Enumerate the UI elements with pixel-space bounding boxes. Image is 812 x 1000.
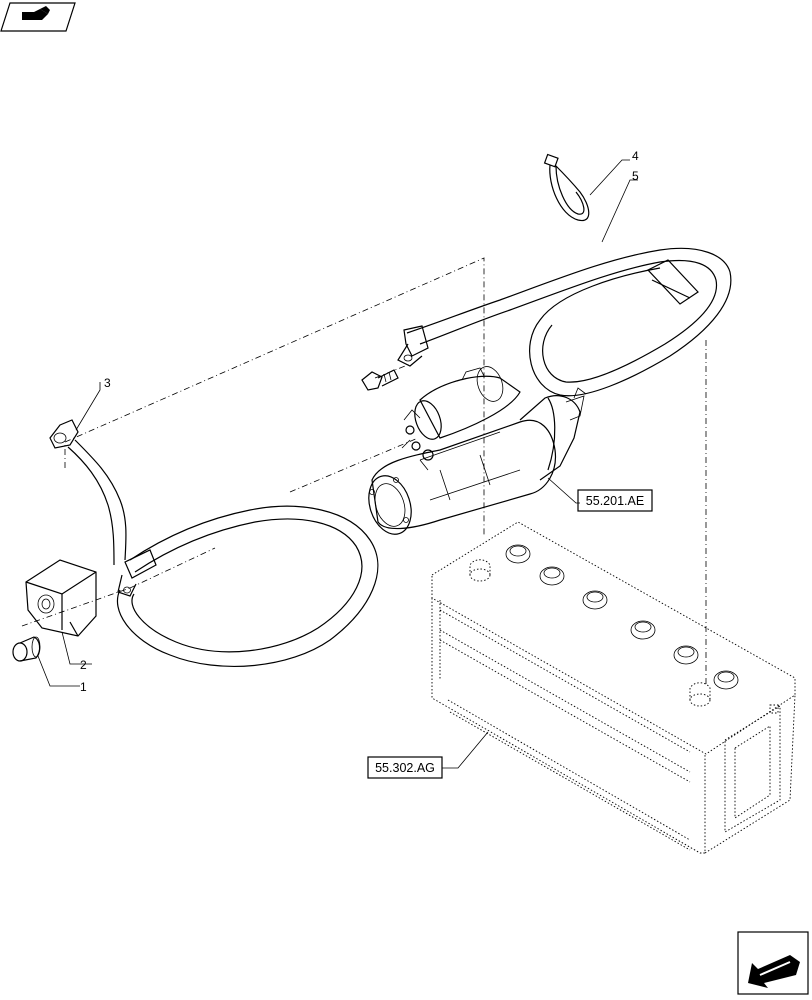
next-page-arrow-icon[interactable] (737, 931, 809, 995)
callout-3: 3 (104, 376, 111, 390)
starter-reference-box[interactable]: 55.201.AE (577, 489, 653, 512)
callout-2: 2 (80, 658, 87, 672)
terminal-bolt (361, 369, 399, 391)
callout-1: 1 (80, 680, 87, 694)
callout-leaders (37, 159, 638, 769)
battery (431, 521, 796, 854)
book-hand-icon[interactable] (0, 2, 76, 32)
callout-4: 4 (632, 149, 639, 163)
callout-5: 5 (632, 169, 639, 183)
starter-reference-label: 55.201.AE (586, 494, 644, 508)
terminal-cover (25, 559, 97, 637)
starter-motor (368, 366, 587, 535)
battery-reference-label: 55.302.AG (375, 761, 435, 775)
ground-cable (49, 419, 379, 667)
positive-cable (397, 247, 732, 397)
terminal-plug (12, 636, 41, 662)
cable-tie (543, 153, 590, 222)
battery-reference-box[interactable]: 55.302.AG (367, 756, 443, 779)
